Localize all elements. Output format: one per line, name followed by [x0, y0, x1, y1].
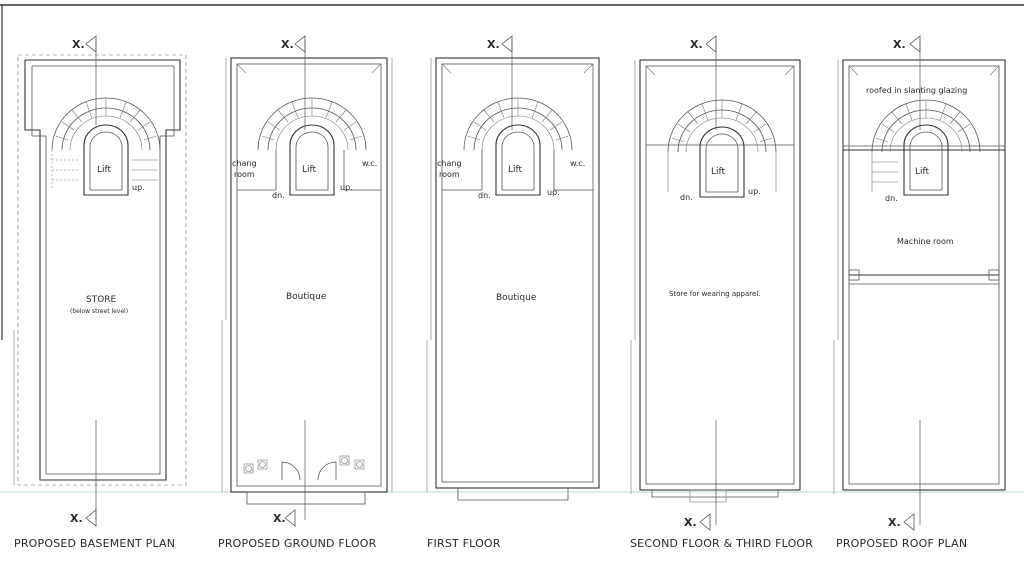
changing-room-label-2: room [234, 170, 255, 179]
room-label-boutique: Boutique [286, 292, 327, 302]
lift-label: Lift [302, 165, 317, 175]
section-arrow-top-icon [501, 35, 513, 53]
section-mark-top: X. [72, 38, 85, 51]
section-arrow-top-icon [705, 35, 717, 53]
room-note: (below street level) [70, 308, 128, 315]
section-mark-top: X. [487, 38, 500, 51]
lift-shaft [903, 124, 949, 196]
plan-second-third-floor: Lift dn. up. Store for wearing apparel. … [630, 35, 813, 550]
section-mark-top: X. [690, 38, 703, 51]
lift-label: Lift [508, 165, 523, 175]
plan-ground-floor: Lift chang room w.c. dn. up. Boutique X.… [218, 35, 393, 550]
glazing-label: roofed in slanting glazing [866, 86, 967, 95]
changing-room-label: chang [437, 159, 462, 168]
lift-shaft [83, 124, 129, 196]
spiral-stair [667, 99, 777, 192]
spiral-stair [463, 97, 573, 151]
section-arrow-bottom-icon [284, 509, 296, 527]
stair-up-label: up. [340, 183, 353, 192]
section-arrow-top-icon [294, 35, 306, 53]
section-arrow-bottom-icon [85, 509, 97, 527]
section-mark-bottom: X. [684, 516, 697, 529]
wc-label: w.c. [362, 159, 377, 168]
room-label-boutique: Boutique [496, 293, 537, 303]
plan-basement: Lift up. STORE (below street level) X. X… [13, 35, 187, 550]
section-mark-bottom: X. [273, 512, 286, 525]
section-arrow-top-icon [909, 35, 921, 53]
lift-label: Lift [711, 167, 726, 177]
spiral-stair [871, 99, 981, 192]
changing-room-label: chang [232, 159, 257, 168]
section-arrow-top-icon [85, 35, 97, 53]
section-mark-top: X. [281, 38, 294, 51]
stair-up-label: up. [547, 188, 560, 197]
section-mark-top: X. [893, 38, 906, 51]
plan-title: PROPOSED ROOF PLAN [836, 537, 967, 550]
display-fixtures [243, 455, 365, 474]
plan-title: FIRST FLOOR [427, 537, 501, 550]
stair-down-label: dn. [272, 191, 285, 200]
lift-label: Lift [97, 165, 112, 175]
balcony [651, 490, 779, 498]
stair-down-label: dn. [885, 194, 898, 203]
plan-first-floor: Lift chang room w.c. dn. up. Boutique X.… [426, 35, 600, 550]
lift-shaft [699, 126, 745, 198]
plan-roof: Lift roofed in slanting glazing dn. Mach… [833, 35, 1006, 550]
stair-up-label: up. [132, 183, 145, 192]
section-mark-bottom: X. [888, 516, 901, 529]
plan-title: PROPOSED BASEMENT PLAN [14, 537, 175, 550]
changing-room-label-2: room [439, 170, 460, 179]
wc-label: w.c. [570, 159, 585, 168]
stair-up-label: up. [748, 187, 761, 196]
spiral-stair [257, 97, 367, 151]
section-arrow-bottom-icon [903, 513, 915, 531]
section-arrow-bottom-icon [699, 513, 711, 531]
room-label-store: Store for wearing apparel. [669, 290, 761, 298]
plan-title: SECOND FLOOR & THIRD FLOOR [630, 537, 813, 550]
entrance-door-icon [281, 461, 301, 481]
plan-title: PROPOSED GROUND FLOOR [218, 537, 377, 550]
stair-down-label: dn. [478, 191, 491, 200]
balcony [457, 488, 569, 501]
spiral-stair [51, 97, 161, 190]
room-label-machine: Machine room [897, 237, 954, 246]
section-mark-bottom: X. [70, 512, 83, 525]
lift-shaft [495, 124, 541, 196]
lift-label: Lift [915, 167, 930, 177]
room-label-store: STORE [86, 295, 117, 305]
lift-shaft [289, 124, 335, 196]
stair-down-label: dn. [680, 193, 693, 202]
display-window [246, 491, 366, 505]
